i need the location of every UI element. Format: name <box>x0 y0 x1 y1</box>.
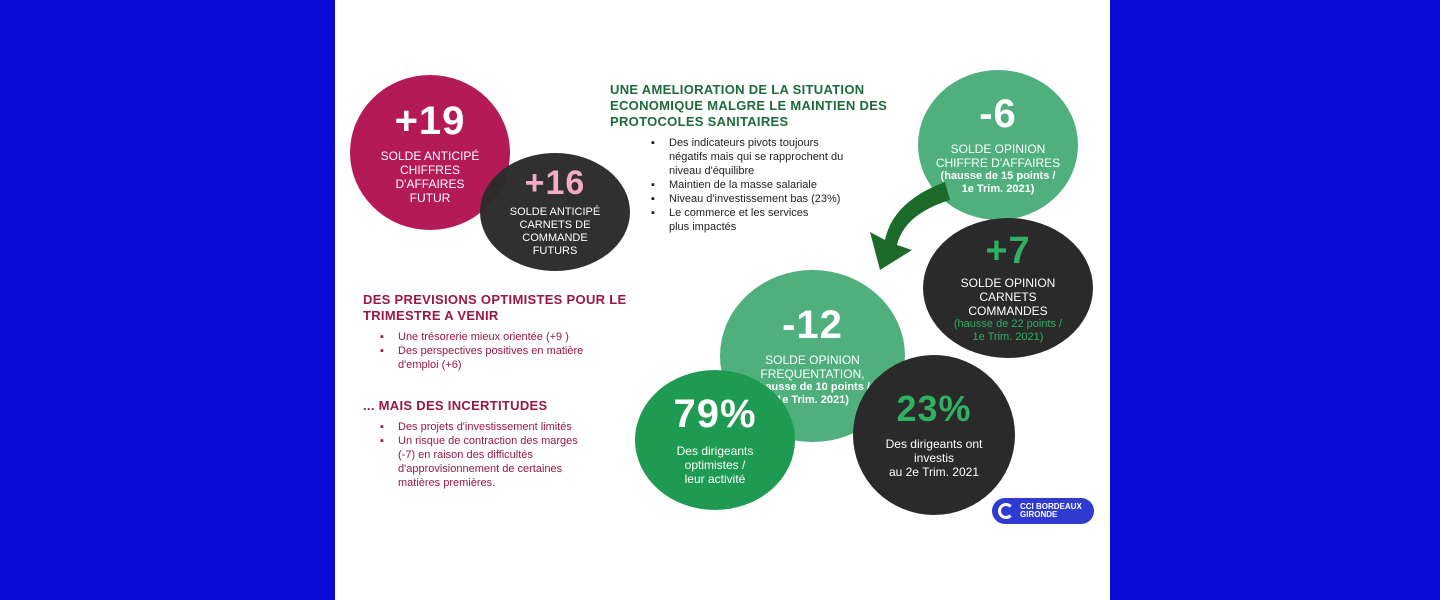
list-item: Maintien de la masse salariale <box>651 178 881 192</box>
opinion-orders-change: (hausse de 22 points / 1e Trim. 2021) <box>953 318 1063 343</box>
forecast-revenue-value: +19 <box>394 98 466 143</box>
opinion-attendance-change: (hausse de 10 points / 1e Trim. 2021) <box>755 381 870 406</box>
curved-arrow-icon <box>870 182 950 270</box>
list-item: Le commerce et les services plus impacté… <box>651 206 881 234</box>
bullet-text: Le commerce et les services plus impacté… <box>669 207 809 233</box>
bullet-text: Des indicateurs pivots toujours négatifs… <box>669 137 844 177</box>
investment-value: 23% <box>896 388 972 429</box>
circle-forecast-revenue: +19 SOLDE ANTICIPÉ CHIFFRES D'AFFAIRES F… <box>350 75 510 230</box>
opinion-orders-label: SOLDE OPINION CARNETS COMMANDES <box>960 276 1056 318</box>
section-improvement-heading: UNE AMELIORATION DE LA SITUATION ECONOMI… <box>610 82 888 129</box>
section-forecast-list: Une trésorerie mieux orientée (+9 ) Des … <box>380 330 640 372</box>
section-uncertainty-list: Des projets d'investissement limités Un … <box>380 420 640 490</box>
forecast-revenue-label: SOLDE ANTICIPÉ CHIFFRES D'AFFAIRES FUTUR <box>380 148 480 205</box>
circle-investment: 23% Des dirigeants ont investis au 2e Tr… <box>853 355 1015 515</box>
section-uncertainty-heading: ... MAIS DES INCERTITUDES <box>363 398 548 413</box>
opinion-revenue-value: -6 <box>979 92 1017 136</box>
forecast-orders-label: SOLDE ANTICIPÉ CARNETS DE COMMANDE FUTUR… <box>509 206 601 257</box>
cci-logo: CCI BORDEAUX GIRONDE <box>992 498 1094 524</box>
section-improvement-list: Des indicateurs pivots toujours négatifs… <box>651 136 881 234</box>
opinion-attendance-label: SOLDE OPINION FREQUENTATION, <box>760 353 865 381</box>
list-item: Un risque de contraction des marges (-7)… <box>380 434 640 490</box>
bullet-text: Maintien de la masse salariale <box>669 179 817 191</box>
opinion-orders-value: +7 <box>985 230 1031 272</box>
optimism-label: Des dirigeants optimistes / leur activit… <box>676 444 754 486</box>
section-forecast-heading: DES PREVISIONS OPTIMISTES POUR LE TRIMES… <box>363 292 627 323</box>
circle-forecast-orders: +16 SOLDE ANTICIPÉ CARNETS DE COMMANDE F… <box>480 153 630 271</box>
investment-label: Des dirigeants ont investis au 2e Trim. … <box>885 437 983 479</box>
list-item: Des projets d'investissement limités <box>380 420 640 434</box>
bullet-text: Niveau d'investissement bas (23%) <box>669 193 841 205</box>
list-item: Des perspectives positives en matière d'… <box>380 344 640 372</box>
list-item: Niveau d'investissement bas (23%) <box>651 192 881 206</box>
circle-optimism: 79% Des dirigeants optimistes / leur act… <box>635 370 795 510</box>
forecast-orders-value: +16 <box>524 164 586 202</box>
circle-opinion-revenue: -6 SOLDE OPINION CHIFFRE D'AFFAIRES (hau… <box>918 70 1078 220</box>
cci-logo-icon <box>998 503 1014 519</box>
list-item: Des indicateurs pivots toujours négatifs… <box>651 136 881 178</box>
optimism-value: 79% <box>673 392 757 436</box>
cci-logo-text: CCI BORDEAUX GIRONDE <box>1020 502 1082 519</box>
opinion-revenue-change: (hausse de 15 points / 1e Trim. 2021) <box>940 170 1056 195</box>
circle-opinion-orders: +7 SOLDE OPINION CARNETS COMMANDES (haus… <box>923 218 1093 358</box>
opinion-revenue-label: SOLDE OPINION CHIFFRE D'AFFAIRES <box>935 142 1061 170</box>
circle-opinion-attendance: -12 SOLDE OPINION FREQUENTATION, (hausse… <box>720 270 905 442</box>
bullet-text: Un risque de contraction des marges (-7)… <box>398 435 578 489</box>
list-item: Une trésorerie mieux orientée (+9 ) <box>380 330 640 344</box>
bullet-text: Des projets d'investissement limités <box>398 421 572 433</box>
bullet-text: Des perspectives positives en matière d'… <box>398 345 584 371</box>
infographic-slide: +19 SOLDE ANTICIPÉ CHIFFRES D'AFFAIRES F… <box>335 0 1110 600</box>
bullet-text: Une trésorerie mieux orientée (+9 ) <box>398 331 569 343</box>
opinion-attendance-value: -12 <box>782 303 843 347</box>
